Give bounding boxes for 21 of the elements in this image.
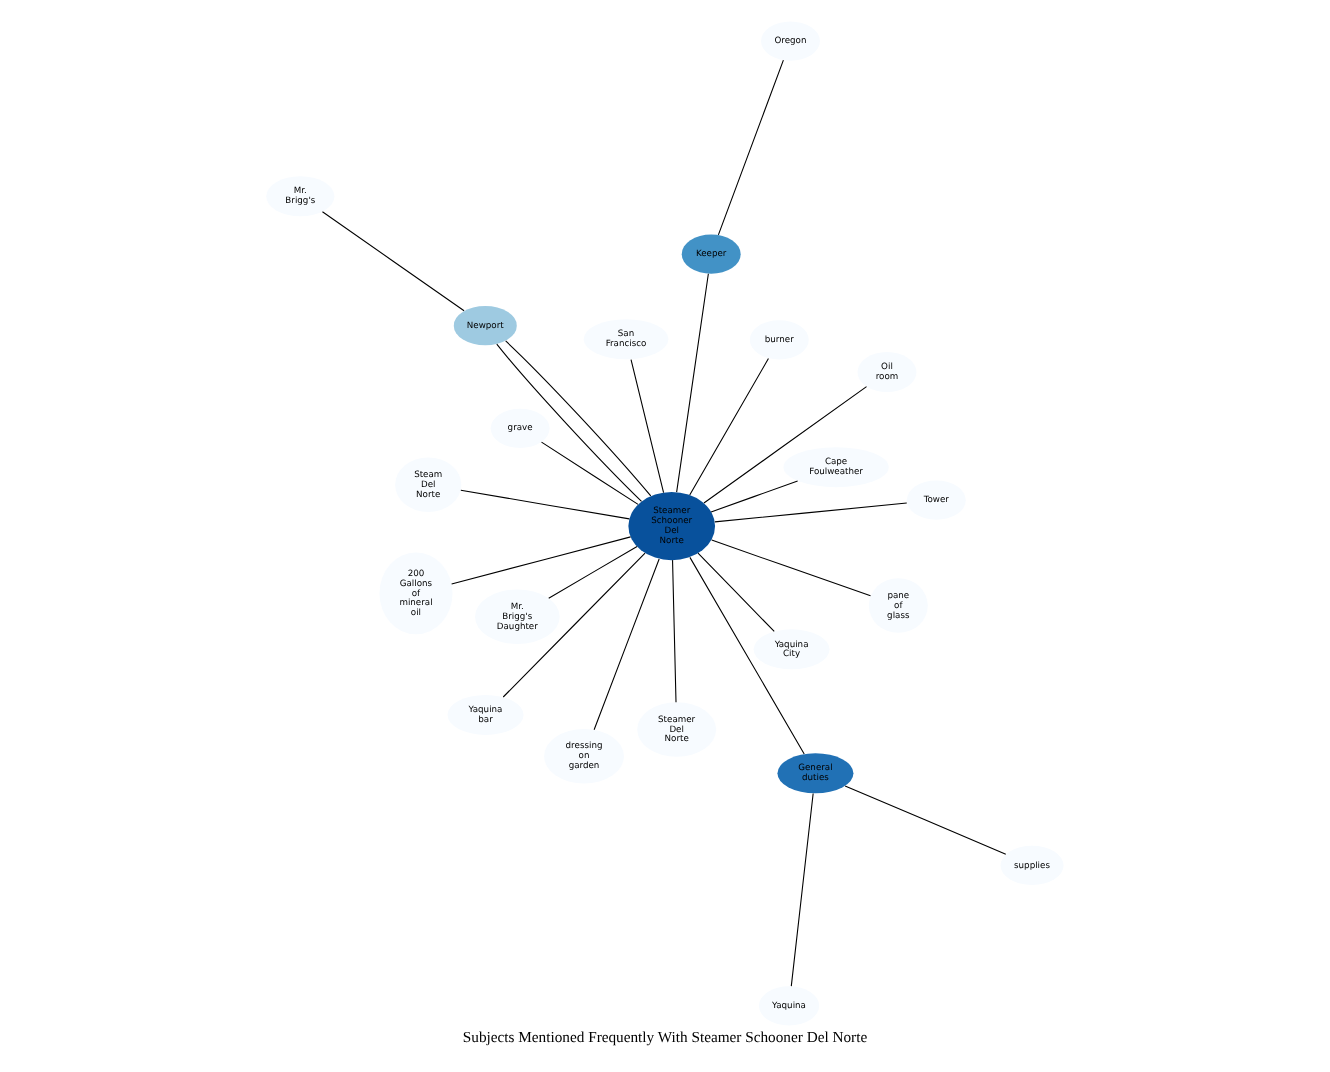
connector bbox=[703, 386, 868, 504]
connector bbox=[710, 480, 799, 513]
connector bbox=[593, 558, 660, 731]
connector bbox=[541, 441, 639, 505]
connector bbox=[630, 359, 665, 494]
connector bbox=[717, 59, 784, 236]
connector bbox=[714, 502, 908, 523]
connector bbox=[321, 211, 465, 312]
connector bbox=[711, 539, 872, 597]
connector bbox=[548, 545, 638, 599]
connector bbox=[502, 552, 646, 698]
connector bbox=[697, 552, 775, 632]
connector bbox=[672, 559, 677, 703]
connector bbox=[676, 273, 709, 493]
connector bbox=[689, 358, 769, 496]
connector bbox=[451, 536, 632, 585]
connector bbox=[460, 489, 630, 520]
diagram-title: Subjects Mentioned Frequently With Steamer Schooner Del Norte bbox=[462, 1028, 868, 1047]
connector bbox=[844, 785, 1007, 855]
connector bbox=[689, 556, 805, 755]
connector bbox=[790, 792, 814, 987]
